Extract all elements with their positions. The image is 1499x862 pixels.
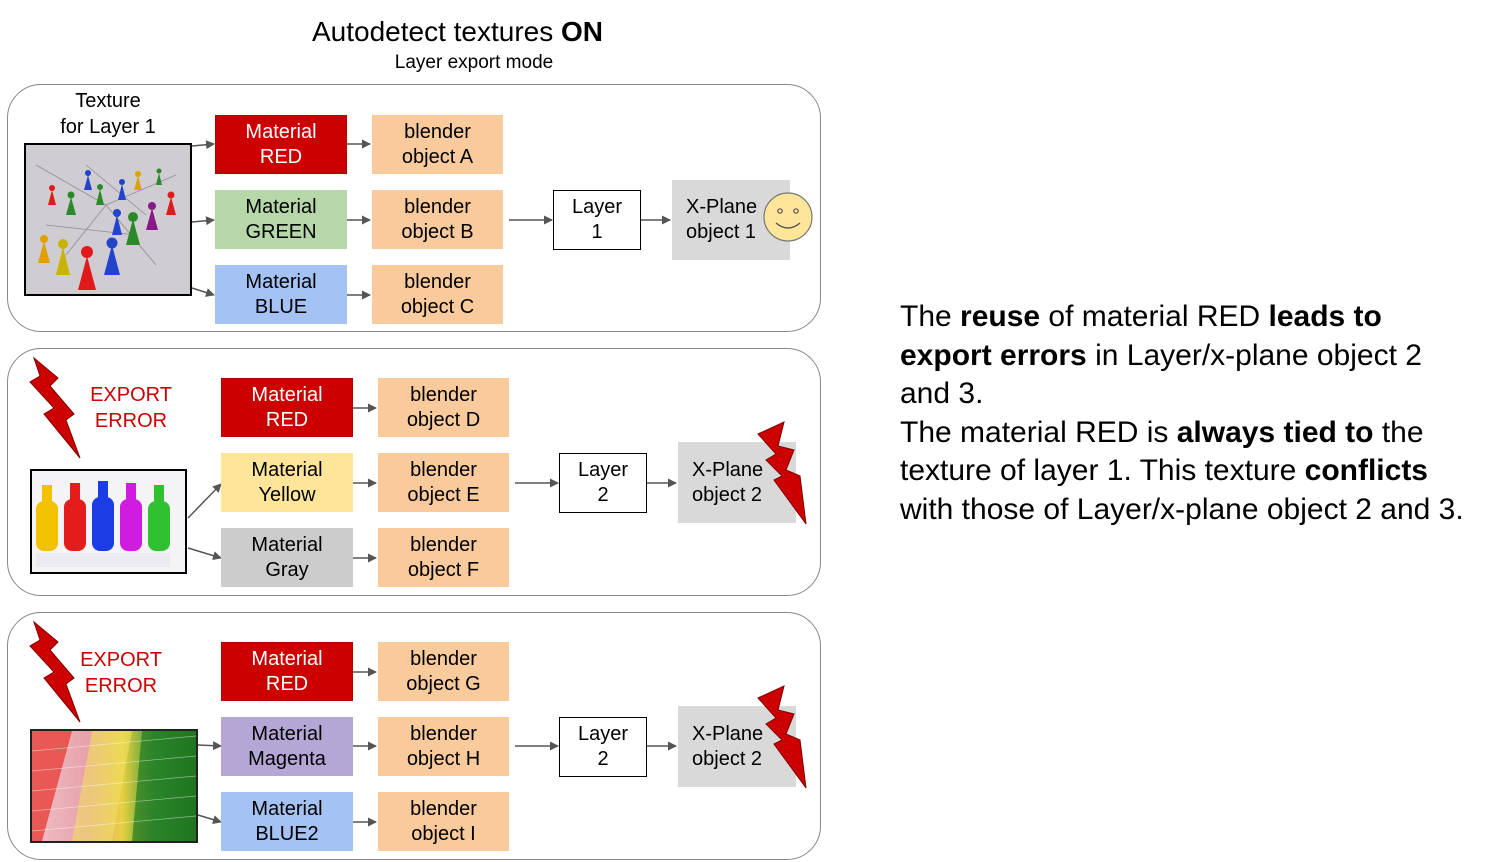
export-error-label: EXPORT ERROR (80, 649, 162, 697)
explanation-text: The reuse of material RED leads to expor… (900, 298, 1480, 529)
explanation-paragraph-1: The reuse of material RED leads to expor… (900, 300, 1422, 410)
panel-layer-1 (7, 84, 821, 332)
polycarbonate-sheets-icon (32, 731, 196, 841)
texture-label: Texture for Layer 1 (60, 90, 156, 138)
arrow-tex2-yellow (187, 483, 222, 519)
lightning-bolt-icon (757, 421, 807, 525)
title-bold: ON (561, 16, 604, 47)
explanation-paragraph-2: The material RED is always tied to the t… (900, 415, 1464, 526)
arrow-tex3-magenta (197, 741, 222, 751)
game-pieces-icon (26, 145, 190, 294)
lightning-bolt-icon (757, 685, 807, 789)
diagram-title: Autodetect textures ON (0, 16, 915, 48)
texture-image-game-pieces (24, 143, 192, 296)
spray-bottles-icon (32, 471, 185, 572)
texture-image-polycarbonate (30, 729, 198, 843)
panel-layer-3 (7, 612, 821, 860)
title-text: Autodetect textures (311, 16, 562, 47)
lightning-bolt-icon (29, 620, 81, 723)
arrow-tex2-gray (187, 547, 222, 560)
arrow-tex3-blue2 (197, 814, 222, 824)
smiley-icon (763, 192, 813, 242)
diagram-subtitle: Layer export mode (394, 52, 554, 73)
panel-layer-2 (7, 348, 821, 596)
arrow-tex1-red (191, 140, 215, 150)
texture-image-spray-bottles (30, 469, 187, 574)
arrow-tex1-green (191, 216, 215, 226)
export-error-label: EXPORT ERROR (90, 384, 172, 432)
arrow-tex1-blue (191, 287, 215, 297)
lightning-bolt-icon (29, 356, 81, 459)
